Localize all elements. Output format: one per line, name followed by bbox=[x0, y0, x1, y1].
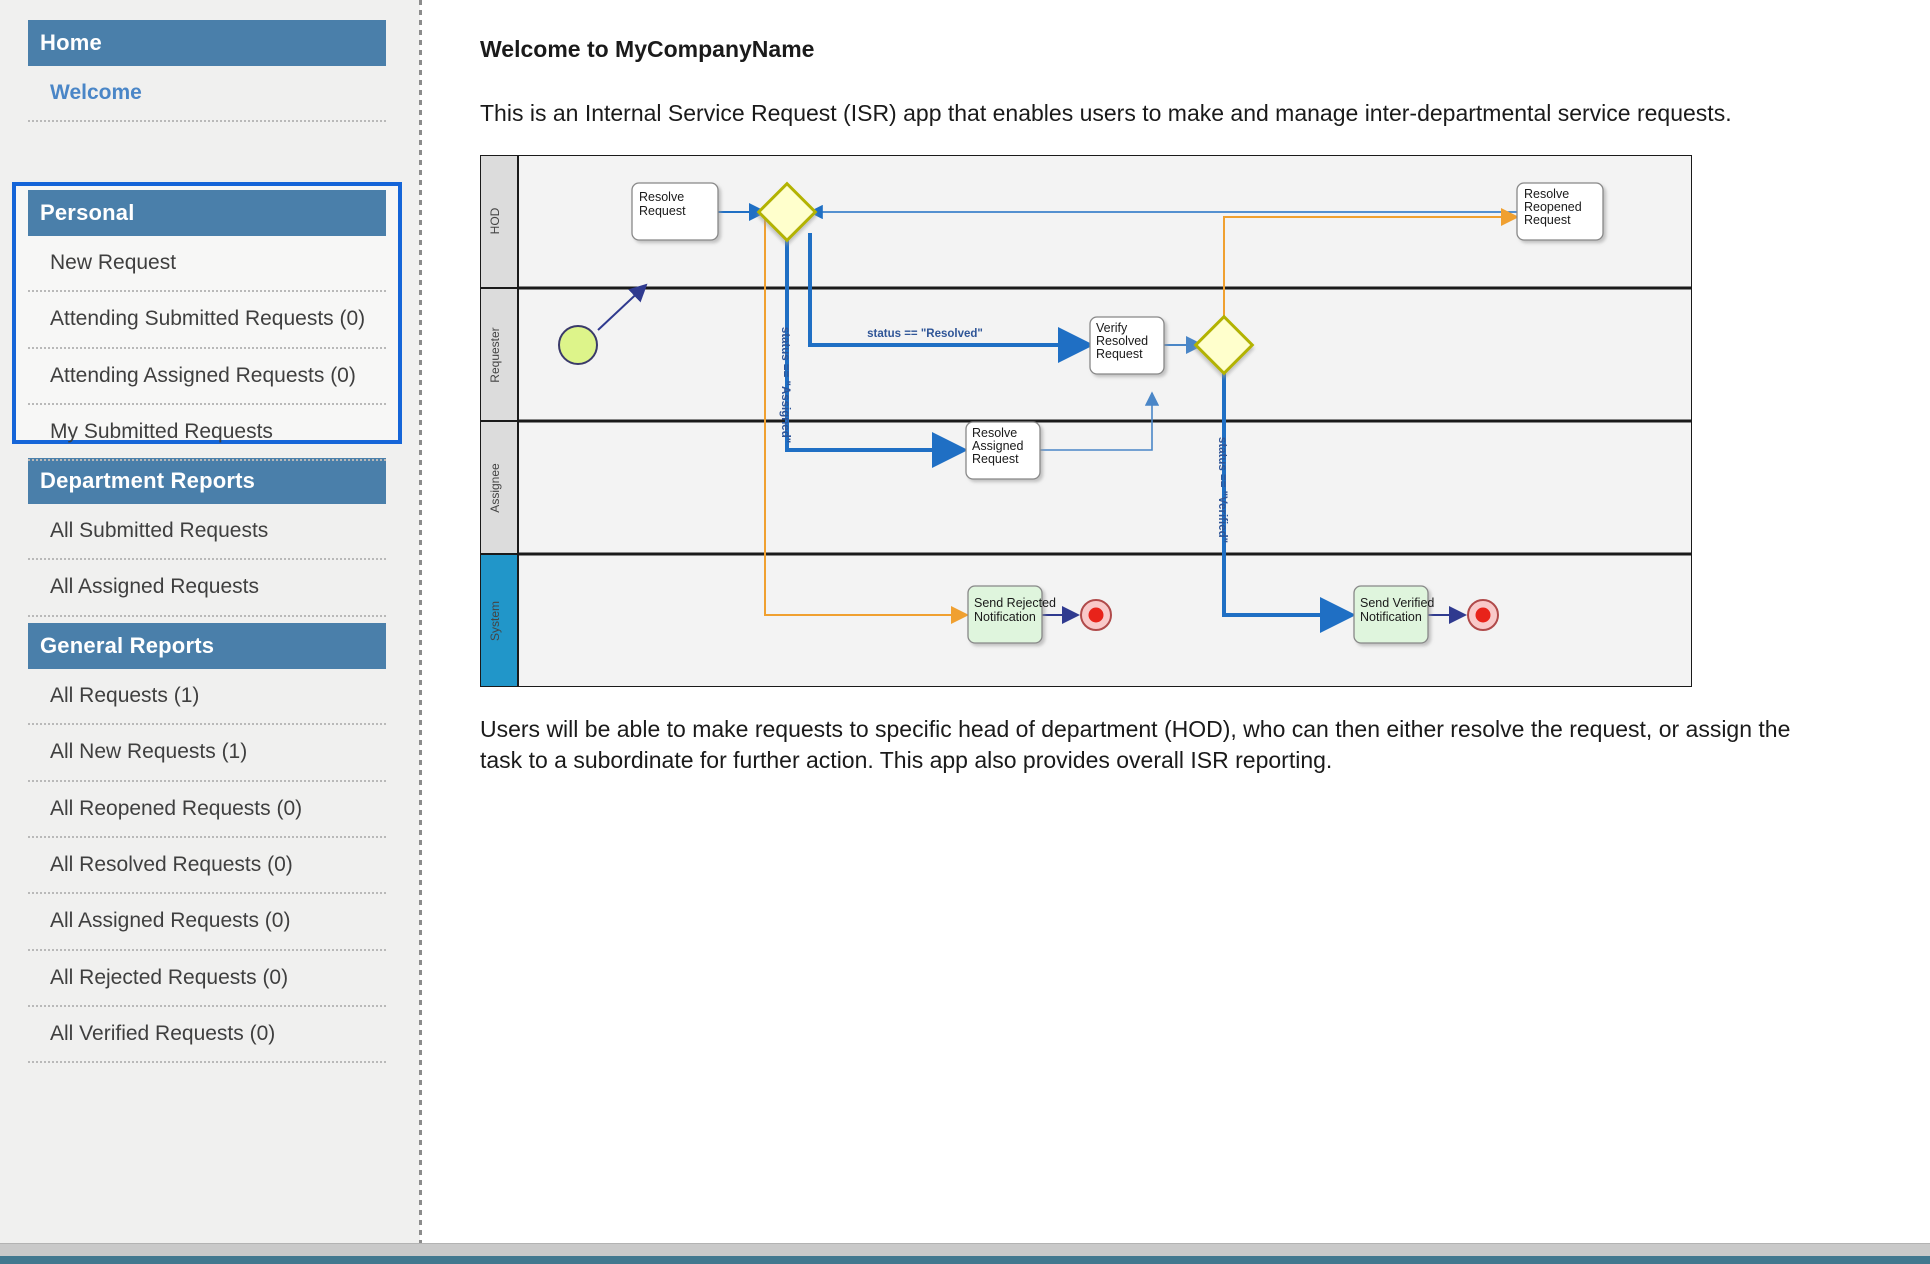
outro-paragraph: Users will be able to make requests to s… bbox=[480, 716, 1791, 774]
lane-label-requester: Requester bbox=[488, 327, 502, 382]
sidebar-group-header-personal: Personal bbox=[28, 190, 386, 236]
sidebar-group-header-general-reports: General Reports bbox=[28, 623, 386, 669]
task-resolve-request-line2: Request bbox=[639, 204, 686, 218]
flow-label-status-assigned: status == "Assigned" bbox=[779, 327, 791, 443]
gateway-hod[interactable] bbox=[756, 181, 818, 243]
sidebar: Home Welcome Personal New Request Attend… bbox=[0, 0, 420, 1243]
lane-label-assignee: Assignee bbox=[488, 463, 502, 513]
lane-label-hod: HOD bbox=[488, 207, 502, 234]
sidebar-item-all-new-requests[interactable]: All New Requests (1) bbox=[28, 725, 386, 782]
bottom-bar-accent bbox=[0, 1256, 1930, 1264]
flow-assigned-to-verify bbox=[1040, 391, 1160, 451]
flow-start-to-resolve-request bbox=[597, 283, 648, 331]
sidebar-group-general-reports: General Reports All Requests (1) All New… bbox=[28, 623, 386, 1064]
sidebar-item-welcome[interactable]: Welcome bbox=[28, 66, 386, 123]
sidebar-item-all-resolved-requests[interactable]: All Resolved Requests (0) bbox=[28, 838, 386, 895]
flow-label-status-verified: status == "Verified" bbox=[1216, 437, 1228, 543]
lane-header-system bbox=[480, 553, 519, 687]
sidebar-item-all-reopened-requests[interactable]: All Reopened Requests (0) bbox=[28, 782, 386, 839]
task-verify-resolved-line3: Request bbox=[1096, 347, 1143, 361]
task-resolve-reopened-line3: Request bbox=[1524, 213, 1571, 227]
task-verify-resolved-line1: Verify bbox=[1096, 321, 1128, 335]
flow-gateway-rejected bbox=[764, 218, 969, 624]
sidebar-group-header-department-reports: Department Reports bbox=[28, 458, 386, 504]
task-resolve-assigned-line2: Assigned bbox=[972, 439, 1023, 453]
sidebar-divider bbox=[419, 0, 422, 1243]
lane-label-system: System bbox=[488, 601, 502, 641]
task-send-verified-line1: Send Verified bbox=[1360, 596, 1434, 610]
sidebar-item-all-verified-requests[interactable]: All Verified Requests (0) bbox=[28, 1007, 386, 1064]
sidebar-item-attending-submitted-requests[interactable]: Attending Submitted Requests (0) bbox=[28, 292, 386, 349]
sidebar-item-attending-assigned-requests[interactable]: Attending Assigned Requests (0) bbox=[28, 349, 386, 406]
gateway-requester[interactable] bbox=[1193, 314, 1255, 376]
sidebar-group-department-reports: Department Reports All Submitted Request… bbox=[28, 458, 386, 617]
flow-gateway-resolved bbox=[808, 233, 1094, 363]
task-send-verified-line2: Notification bbox=[1360, 610, 1422, 624]
task-resolve-request[interactable]: Resolve Request bbox=[631, 182, 719, 241]
sidebar-group-home: Home Welcome bbox=[28, 20, 386, 123]
lane-header-assignee bbox=[480, 420, 519, 555]
sidebar-item-all-requests[interactable]: All Requests (1) bbox=[28, 669, 386, 726]
sidebar-item-new-request[interactable]: New Request bbox=[28, 236, 386, 293]
sidebar-group-personal: Personal New Request Attending Submitted… bbox=[28, 190, 386, 462]
task-send-rejected-notification[interactable]: Send Rejected Notification bbox=[967, 585, 1056, 644]
sidebar-item-all-submitted-requests[interactable]: All Submitted Requests bbox=[28, 504, 386, 561]
start-event[interactable] bbox=[558, 325, 598, 365]
task-resolve-assigned-request[interactable]: Resolve Assigned Request bbox=[965, 421, 1041, 480]
end-event-verified-core bbox=[1475, 607, 1491, 623]
task-send-rejected-line2: Notification bbox=[974, 610, 1036, 624]
task-resolve-assigned-line3: Request bbox=[972, 452, 1019, 466]
lane-header-hod bbox=[480, 155, 519, 289]
task-resolve-request-line1: Resolve bbox=[639, 190, 684, 204]
task-verify-resolved-request[interactable]: Verify Resolved Request bbox=[1089, 316, 1165, 375]
flow-label-status-resolved: status == "Resolved" bbox=[867, 328, 983, 340]
task-resolve-reopened-line2: Reopened bbox=[1524, 200, 1582, 214]
sidebar-item-all-assigned-requests-general[interactable]: All Assigned Requests (0) bbox=[28, 894, 386, 951]
intro-paragraph: This is an Internal Service Request (ISR… bbox=[480, 100, 1732, 126]
task-resolve-reopened-line1: Resolve bbox=[1524, 187, 1569, 201]
task-send-verified-notification[interactable]: Send Verified Notification bbox=[1353, 585, 1434, 644]
sidebar-group-header-home: Home bbox=[28, 20, 386, 66]
main-content: Welcome to MyCompanyName This is an Inte… bbox=[422, 0, 1930, 1243]
task-resolve-assigned-line1: Resolve bbox=[972, 426, 1017, 440]
sidebar-item-my-submitted-requests[interactable]: My Submitted Requests bbox=[28, 405, 386, 462]
sidebar-item-all-rejected-requests[interactable]: All Rejected Requests (0) bbox=[28, 951, 386, 1008]
task-resolve-reopened-request[interactable]: Resolve Reopened Request bbox=[1516, 182, 1604, 241]
task-verify-resolved-line2: Resolved bbox=[1096, 334, 1148, 348]
flow-gateway-verified bbox=[1222, 366, 1356, 633]
task-send-rejected-line1: Send Rejected bbox=[974, 596, 1056, 610]
bpmn-swimlane-diagram: HOD Requester Assignee System bbox=[480, 155, 1692, 687]
page-title: Welcome to MyCompanyName bbox=[480, 36, 815, 62]
sidebar-item-all-assigned-requests-dept[interactable]: All Assigned Requests bbox=[28, 560, 386, 617]
end-event-rejected-core bbox=[1088, 607, 1104, 623]
flow-gateway-reopened bbox=[1223, 208, 1519, 324]
flow-gateway-assigned bbox=[785, 233, 968, 468]
